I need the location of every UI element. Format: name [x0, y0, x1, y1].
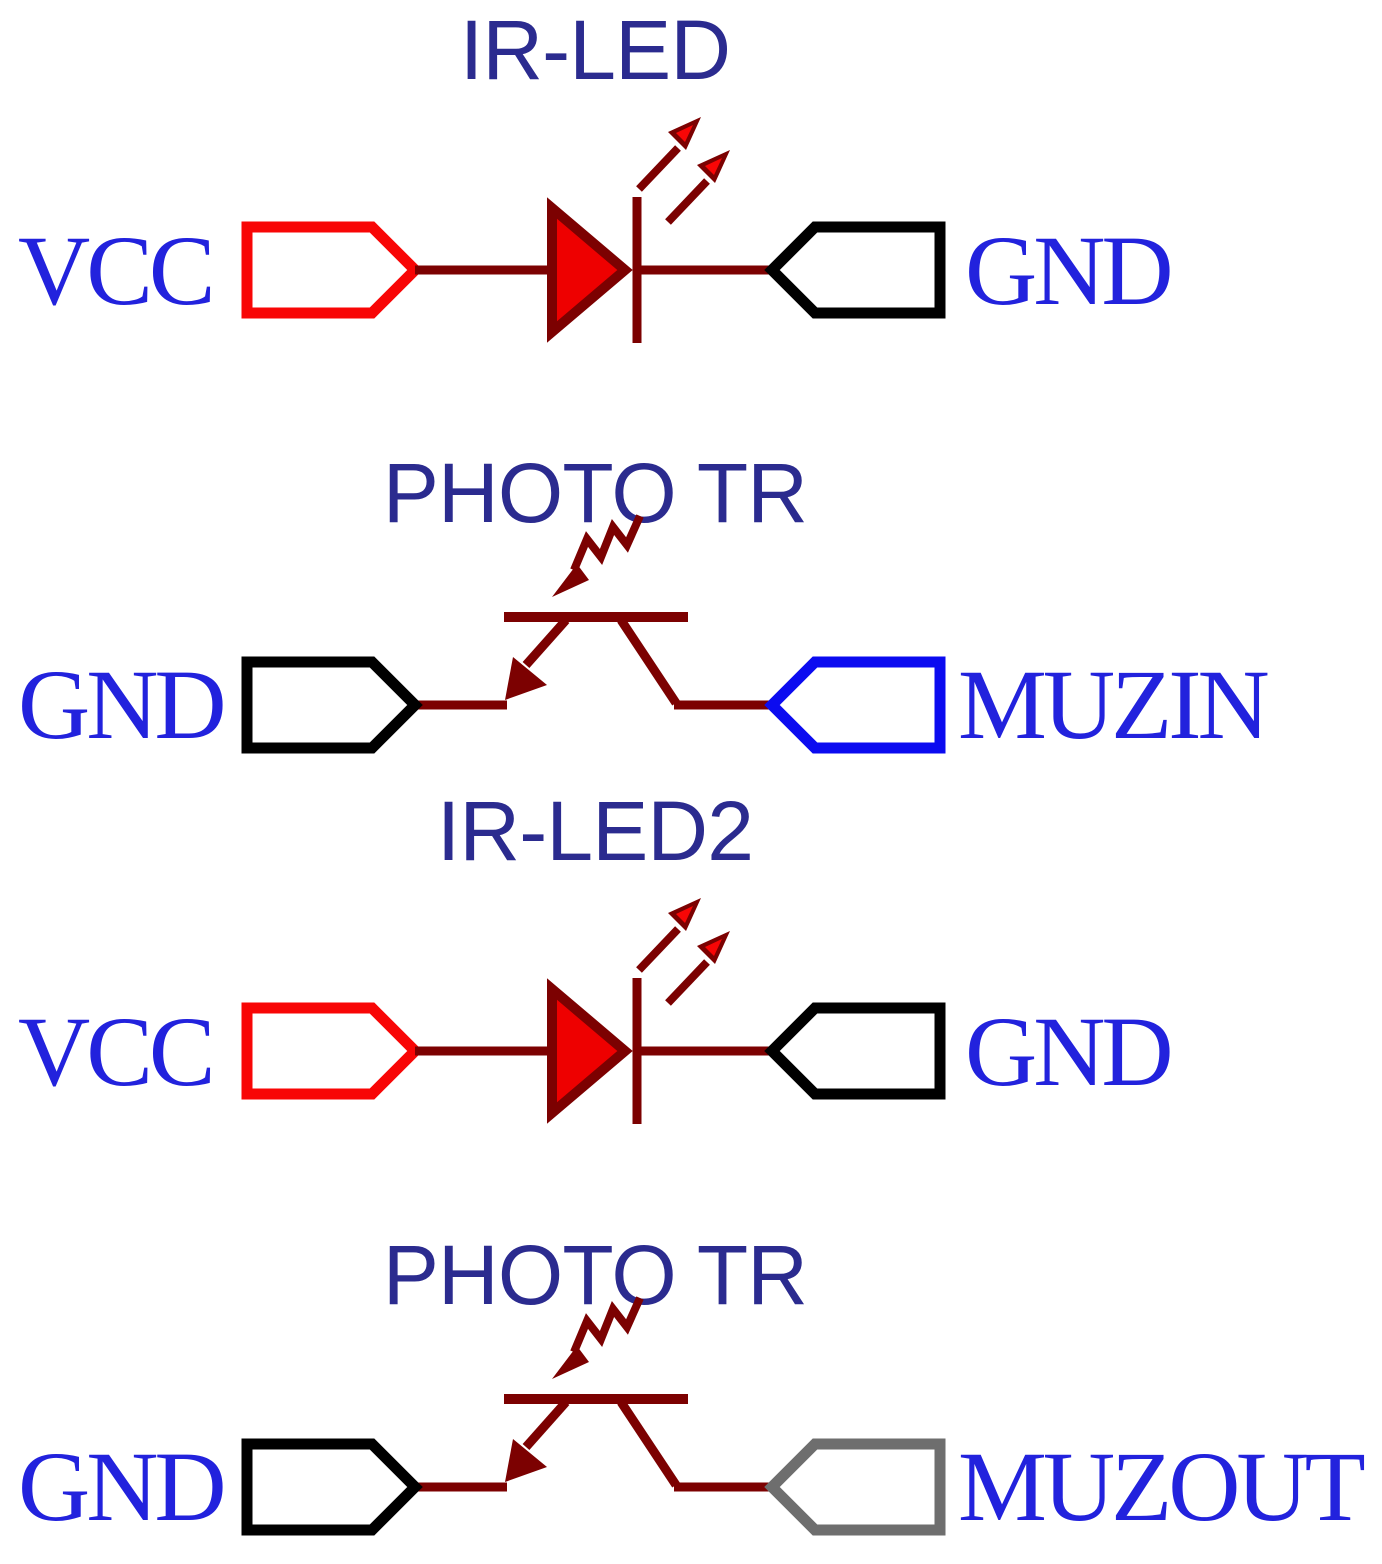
phototransistor-circuit-graphic [241, 514, 946, 754]
pin-label-muzin: MUZIN [958, 648, 1270, 760]
led-diode-triangle [547, 978, 633, 1124]
incident-light-arrow [552, 514, 644, 597]
phototransistor-emitter [415, 1399, 570, 1492]
section-title-ir-led2: IR-LED2 [436, 784, 754, 878]
gnd-pin-connector [241, 1438, 423, 1536]
ir-led-circuit-graphic [241, 117, 946, 343]
led-emission-arrow-2 [665, 150, 730, 225]
phototransistor2-circuit-graphic [241, 1296, 946, 1536]
gnd-pin-connector [241, 656, 423, 754]
vcc-pin-connector [241, 221, 423, 319]
gnd-pin-connector [764, 221, 946, 319]
incident-light-arrow [552, 1296, 644, 1379]
section-title-ir-led: IR-LED [459, 3, 731, 97]
pin-label-gnd: GND [965, 995, 1174, 1107]
section-title-photo-tr-2: PHOTO TR [382, 1228, 808, 1322]
led-emission-arrow-1 [636, 898, 701, 973]
led-emission-arrow-2 [665, 931, 730, 1006]
led-emission-arrow-1 [636, 117, 701, 192]
muzin-pin-connector [764, 656, 946, 754]
ir-led2-circuit-graphic [241, 898, 946, 1124]
pin-label-gnd: GND [18, 1430, 227, 1542]
pin-label-vcc: VCC [18, 995, 216, 1107]
gnd-pin-connector [764, 1002, 946, 1100]
phototransistor-collector [617, 1399, 772, 1492]
muzout-pin-connector [764, 1438, 946, 1536]
pin-label-gnd: GND [18, 648, 227, 760]
led-diode-triangle [547, 197, 633, 343]
section-title-photo-tr: PHOTO TR [382, 446, 808, 540]
pin-label-gnd: GND [965, 214, 1174, 326]
phototransistor-collector [617, 617, 772, 710]
pin-label-muzout: MUZOUT [958, 1430, 1366, 1542]
pin-label-vcc: VCC [18, 214, 216, 326]
vcc-pin-connector [241, 1002, 423, 1100]
phototransistor-emitter [415, 617, 570, 710]
